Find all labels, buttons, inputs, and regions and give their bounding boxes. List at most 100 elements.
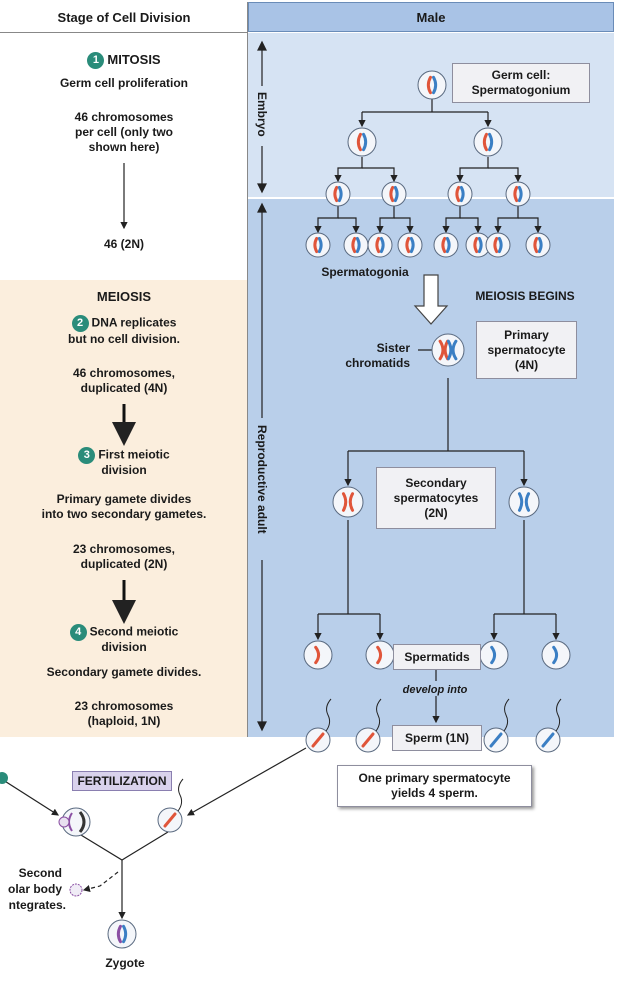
tree-branch-3 [394, 217, 414, 234]
spermatid-red [303, 640, 333, 670]
fertilizing-sperm [157, 778, 184, 833]
chromosome-red [482, 132, 488, 152]
adult-label: Reproductive adult [255, 423, 269, 536]
chromosome-blue [379, 236, 385, 254]
chromatid [361, 732, 375, 748]
chrom23-1: 23 chromosomes, [72, 542, 176, 556]
spermatogonium [397, 232, 423, 258]
chromosome-red [351, 236, 357, 254]
mitosis-subtitle: Germ cell proliferation [59, 76, 189, 90]
polar-body-3: ntegrates. [8, 898, 66, 912]
meiosis-begins-arrow [413, 274, 449, 325]
chromatid [541, 732, 555, 748]
mitosis-chrom-2: per cell (only two [74, 125, 173, 139]
tree-branch-3 [494, 206, 519, 234]
cell-membrane [473, 127, 503, 157]
chromosome-red [313, 236, 319, 254]
spermatogonium [433, 232, 459, 258]
zygote-label: Zygote [105, 956, 145, 970]
sperm-red [305, 698, 332, 753]
chromosome-red-pair [438, 339, 450, 361]
polar-body [58, 816, 70, 828]
sperm-tail [555, 698, 562, 732]
stage-header: Stage of Cell Division [57, 9, 191, 25]
cell-membrane [397, 232, 423, 258]
male-header-bg [248, 2, 614, 32]
disintegrating-polar-body [69, 883, 83, 897]
embryo-arrow-down [257, 183, 267, 194]
chromosome-red [455, 185, 461, 203]
primary-divides-1: Primary gamete divides [56, 492, 192, 506]
chromosome-blue [459, 185, 465, 203]
primary-spermatocyte-1: Primary [504, 327, 549, 342]
chromosome-red [533, 236, 539, 254]
chromosome-red [389, 185, 395, 203]
germ-cell-label-1: Germ cell: [491, 68, 551, 82]
yield-label-1: One primary spermatocyte [358, 771, 511, 785]
chromosome-red [333, 185, 339, 203]
cell-membrane [367, 232, 393, 258]
mitosis-cell [473, 127, 503, 157]
fusion-lines [75, 831, 169, 861]
sister-chromatids-2: chromatids [345, 356, 410, 370]
secondary-spermatocyte-blue [508, 486, 540, 518]
cell-membrane [107, 919, 137, 949]
fertilization-label: FERTILIZATION [72, 771, 172, 791]
polar-body-arrow [82, 871, 119, 893]
embryo-panel [248, 33, 614, 197]
primary-spermatocyte-3: (4N) [514, 357, 539, 372]
mitosis-cell-gen2 [381, 181, 407, 207]
embryo-label: Embryo [255, 90, 269, 139]
cell-membrane [347, 127, 377, 157]
spermatids-label: Spermatids [393, 644, 481, 670]
egg-step-badge [0, 772, 8, 784]
meiosis-begins-label: MEIOSIS BEGINS [475, 289, 575, 303]
chromosome-blue [488, 132, 494, 152]
sperm-blue [483, 698, 510, 753]
egg-cell [58, 807, 91, 837]
mitosis-cell-gen2 [505, 181, 531, 207]
chromosome-blue-pair [446, 339, 458, 361]
chromosome-red [473, 236, 479, 254]
yield-label: One primary spermatocyte yields 4 sperm. [337, 765, 532, 807]
chromosome-x [517, 492, 531, 512]
chromosome-blue [517, 185, 523, 203]
chromosome-red [356, 132, 362, 152]
tree-branch-2 [456, 157, 489, 183]
chromosome-red [493, 236, 499, 254]
chromosome-red [426, 75, 432, 95]
cell-membrane [505, 181, 531, 207]
chromosome-dark [78, 811, 86, 833]
cell-membrane [332, 486, 364, 518]
first-division-1-text: First meiotic [98, 447, 170, 462]
embryo-arrow-up [257, 40, 267, 51]
primary-spermatocyte [431, 333, 465, 367]
cell-membrane [381, 181, 407, 207]
germ-cell-label: Germ cell: Spermatogonium [452, 63, 590, 103]
adult-arrow-up [257, 202, 267, 213]
chromosome-red [405, 236, 411, 254]
primary-spermatocyte-2: spermatocyte [487, 342, 566, 357]
sperm-tail [375, 698, 382, 732]
sister-chromatids-1: Sister [376, 341, 410, 355]
step-4-badge: 4 [69, 624, 87, 641]
yield-label-2: yields 4 sperm. [391, 786, 478, 800]
chromosome-blue [477, 236, 483, 254]
spermatid-red [365, 640, 395, 670]
mitosis-chrom-1: 46 chromosomes [74, 110, 174, 124]
cell-membrane [485, 232, 511, 258]
tree-branch-3 [314, 206, 339, 234]
spermatogonia-label: Spermatogonia [321, 265, 409, 279]
chromatid [489, 732, 503, 748]
sperm-red [355, 698, 382, 753]
mitosis-title-text: MITOSIS [107, 51, 161, 67]
step-3-badge: 3 [78, 447, 96, 464]
spermatogonium [525, 232, 551, 258]
primary-divides-2: into two secondary gametes. [41, 507, 207, 521]
mitosis-cell-gen2 [325, 181, 351, 207]
spermatid-blue [479, 640, 509, 670]
first-division-2: division [101, 463, 147, 477]
spermatogonium [367, 232, 393, 258]
